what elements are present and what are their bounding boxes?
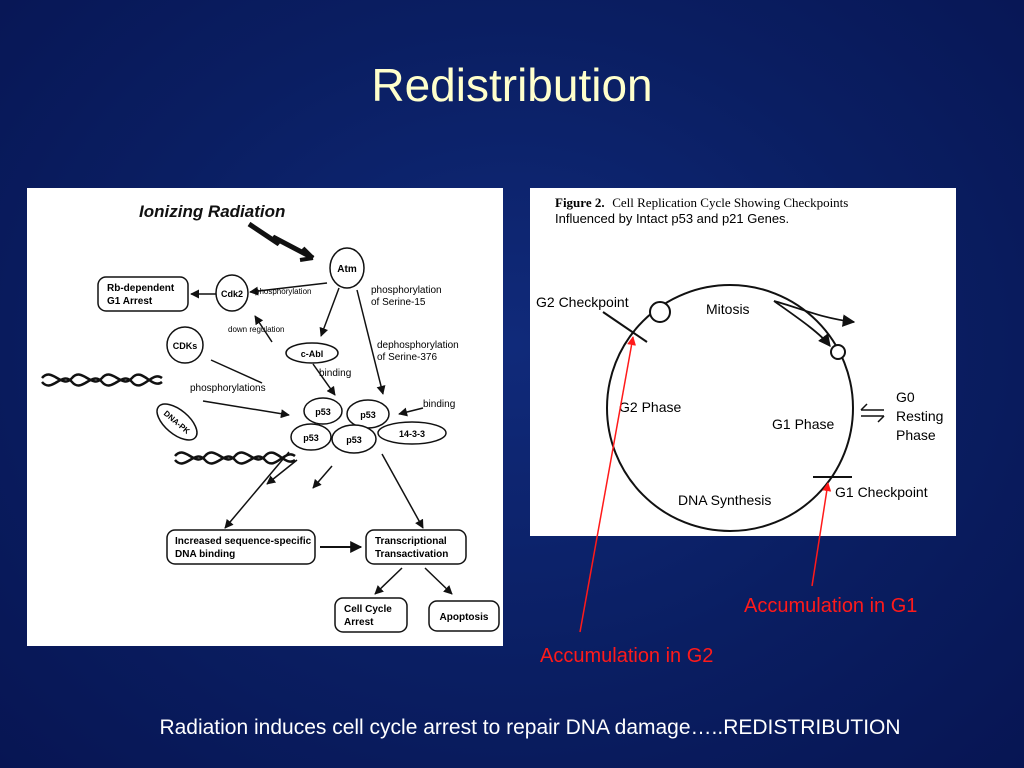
cdk2-label: Cdk2 bbox=[221, 289, 243, 299]
pathway-diagram: Ionizing Radiation Atm Rb-dependent G1 A… bbox=[41, 202, 500, 633]
figure-title-line2: Influenced by Intact p53 and p21 Genes. bbox=[555, 211, 789, 226]
atm-node bbox=[329, 247, 365, 289]
phos-serine-line2: of Serine-15 bbox=[371, 297, 426, 308]
figure-label: Figure 2. bbox=[555, 195, 605, 210]
g1-phase-label: G1 Phase bbox=[772, 416, 834, 432]
g0-label-line1: G0 bbox=[896, 389, 915, 405]
dna-helix-upper-icon bbox=[41, 373, 163, 387]
p53-label-4: p53 bbox=[346, 435, 362, 445]
dephos-line2: of Serine-376 bbox=[377, 352, 437, 363]
accumulation-g2-caption: Accumulation in G2 bbox=[540, 645, 714, 667]
lightning-bolt-icon bbox=[247, 221, 315, 261]
g1-annotation-arrow bbox=[811, 482, 832, 587]
cell-cycle-figure: Figure 2. Cell Replication Cycle Showing… bbox=[530, 188, 956, 536]
g2-phase-label: G2 Phase bbox=[619, 399, 681, 415]
cell-cycle-diagram: Figure 2. Cell Replication Cycle Showing… bbox=[536, 195, 943, 532]
cabl-label: c-Abl bbox=[301, 349, 324, 359]
g0-label-line3: Phase bbox=[896, 427, 936, 443]
daughter-cell-arrow bbox=[773, 300, 831, 347]
p53-node-top-left bbox=[303, 397, 343, 425]
p53-label-1: p53 bbox=[315, 407, 331, 417]
g1-checkpoint-label: G1 Checkpoint bbox=[835, 484, 928, 500]
g2-checkpoint-label: G2 Checkpoint bbox=[536, 294, 629, 310]
p53-label-2: p53 bbox=[360, 410, 376, 420]
accumulation-g1-caption: Accumulation in G1 bbox=[744, 595, 918, 617]
cabl-to-p53-arrow bbox=[312, 363, 336, 396]
protein-1433-node bbox=[377, 421, 447, 445]
cdks-node bbox=[166, 326, 204, 364]
binding-arrow-1433 bbox=[398, 407, 424, 417]
apoptosis-box bbox=[428, 600, 500, 632]
increased-binding-box bbox=[166, 529, 316, 565]
transcription-line1: Transcriptional bbox=[375, 536, 447, 547]
down-regulation-arrow bbox=[254, 315, 273, 343]
cell-cycle-circle bbox=[606, 284, 854, 532]
slide-footer: Radiation induces cell cycle arrest to r… bbox=[159, 716, 901, 739]
cabl-node bbox=[285, 342, 339, 364]
transcription-line2: Transactivation bbox=[375, 549, 448, 560]
p53-short-arrow-2 bbox=[312, 465, 333, 489]
figure-title-part1: Cell Replication Cycle Showing Checkpoin… bbox=[612, 195, 848, 210]
protein-1433-label: 14-3-3 bbox=[399, 429, 425, 439]
g0-exchange-hook-bottom bbox=[877, 415, 885, 423]
binding-label-2: binding bbox=[423, 399, 455, 410]
transcription-box bbox=[365, 529, 467, 565]
rb-arrest-line2: G1 Arrest bbox=[107, 296, 153, 307]
p53-short-arrow-1 bbox=[266, 459, 298, 485]
rb-arrest-box bbox=[97, 276, 189, 312]
cell-cycle-arrest-box bbox=[334, 597, 408, 633]
p53-node-bottom-left bbox=[290, 423, 332, 451]
g2-cell-icon bbox=[649, 301, 671, 323]
atm-to-p53-arrow bbox=[356, 289, 386, 395]
g0-exchange-hook-top bbox=[860, 403, 868, 411]
phosphorylation-label: phosphorylation bbox=[255, 287, 311, 296]
to-arrest-arrow bbox=[374, 567, 403, 595]
p53-to-transcription-arrow bbox=[381, 453, 424, 529]
rb-arrest-line1: Rb-dependent bbox=[107, 283, 175, 294]
p53-to-increased-arrow bbox=[224, 451, 290, 529]
cdk2-node bbox=[215, 274, 249, 312]
increased-line1: Increased sequence-specific bbox=[175, 536, 312, 547]
slide-title: Redistribution bbox=[371, 59, 653, 111]
mitosis-arrow bbox=[773, 300, 856, 327]
cdks-label: CDKs bbox=[173, 341, 198, 351]
binding-label-1: binding bbox=[319, 368, 351, 379]
ionizing-radiation-heading: Ionizing Radiation bbox=[139, 202, 285, 221]
dnapk-node bbox=[156, 403, 198, 441]
apoptosis-label: Apoptosis bbox=[440, 612, 489, 623]
dephos-line1: dephosphorylation bbox=[377, 340, 459, 351]
arrest-line2: Arrest bbox=[344, 617, 374, 628]
daughter-cell-icon bbox=[830, 344, 846, 360]
figure-title-line1: Figure 2. Cell Replication Cycle Showing… bbox=[555, 195, 848, 210]
cdks-line bbox=[210, 359, 263, 384]
p53-node-bottom-right bbox=[331, 424, 377, 454]
atm-label: Atm bbox=[337, 264, 357, 275]
mitosis-label: Mitosis bbox=[706, 301, 750, 317]
lightning-arrowhead-icon bbox=[299, 246, 315, 262]
g2-annotation-arrow bbox=[579, 336, 636, 633]
dna-helix-lower-icon bbox=[174, 451, 296, 465]
arrest-line1: Cell Cycle bbox=[344, 604, 392, 615]
atm-to-cdk2-arrow bbox=[249, 282, 328, 296]
p53-label-3: p53 bbox=[303, 433, 319, 443]
atm-to-cabl-arrow bbox=[319, 287, 340, 337]
down-regulation-label: down regulation bbox=[228, 325, 284, 334]
phosphorylations-label: phosphorylations bbox=[190, 383, 266, 394]
dna-synthesis-label: DNA Synthesis bbox=[678, 492, 771, 508]
to-apoptosis-arrow bbox=[424, 567, 453, 595]
phos-serine-line1: phosphorylation bbox=[371, 285, 442, 296]
g2-checkpoint-tick bbox=[602, 311, 648, 343]
phosphorylations-arrow bbox=[202, 400, 290, 419]
increased-line2: DNA binding bbox=[175, 549, 235, 560]
pathway-figure: Ionizing Radiation Atm Rb-dependent G1 A… bbox=[27, 188, 503, 646]
g0-label-line2: Resting bbox=[896, 408, 943, 424]
